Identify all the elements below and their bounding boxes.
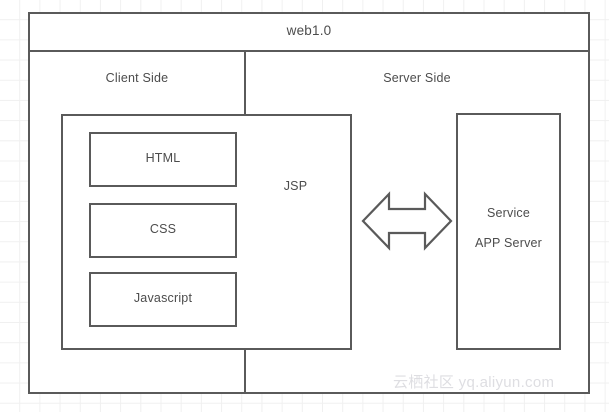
javascript-box <box>89 272 237 327</box>
client-server-divider-top <box>244 52 246 115</box>
app-server-label: APP Server <box>474 236 543 250</box>
css-label: CSS <box>149 222 177 236</box>
javascript-label: Javascript <box>133 291 193 305</box>
service-label: Service <box>486 206 531 220</box>
html-box <box>89 132 237 187</box>
html-label: HTML <box>145 151 181 165</box>
diagram-title-bar <box>28 12 590 52</box>
client-server-divider-bottom <box>244 349 246 394</box>
diagram-title: web1.0 <box>286 23 332 38</box>
server-side-label: Server Side <box>383 71 451 85</box>
client-side-label: Client Side <box>105 71 169 85</box>
service-app-server-box <box>456 113 561 350</box>
css-box <box>89 203 237 258</box>
double-headed-arrow-icon <box>361 191 453 251</box>
jsp-label: JSP <box>283 179 308 193</box>
